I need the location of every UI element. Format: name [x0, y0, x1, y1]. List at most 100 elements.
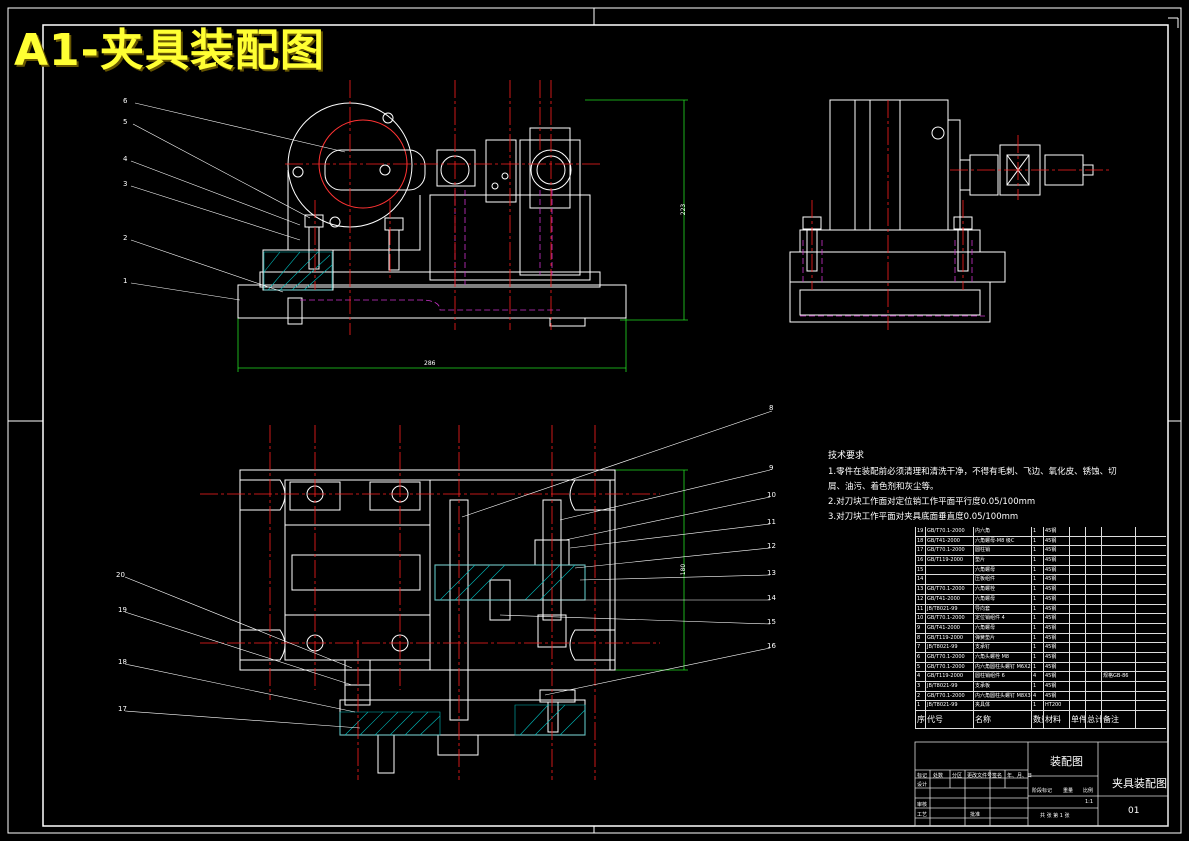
balloon-number: 13	[767, 569, 776, 577]
bom-cell: 18	[916, 536, 926, 546]
bom-cell: 7	[916, 643, 926, 652]
bom-cell	[1102, 536, 1136, 546]
bom-cell	[1102, 575, 1136, 585]
front-dimensions	[237, 99, 688, 372]
bom-cell	[1070, 594, 1086, 604]
bom-cell	[1086, 556, 1102, 565]
bom-cell: 17	[916, 546, 926, 556]
bom-cell: GB/T41-2000	[926, 594, 974, 604]
bom-cell	[926, 565, 974, 575]
bom-cell: 4	[1032, 672, 1044, 681]
role-label: 审核	[917, 802, 928, 808]
bom-cell: 19	[916, 527, 926, 536]
bom-cell	[1086, 652, 1102, 662]
balloon-number: 11	[767, 518, 776, 526]
bom-cell	[1086, 594, 1102, 604]
bom-cell: 六角螺母-M8 级C	[974, 536, 1032, 546]
bom-cell	[1070, 556, 1086, 565]
bom-cell: 支承钉	[974, 643, 1032, 652]
bom-cell	[1070, 672, 1086, 681]
bom-cell	[1070, 633, 1086, 643]
bom-cell	[1102, 556, 1136, 565]
bom-header-cell: 代号	[926, 711, 974, 729]
bom-cell	[1102, 585, 1136, 594]
tech-req-item: 屑、油污、着色剂和灰尘等。	[828, 482, 939, 492]
balloon-number: 6	[123, 97, 128, 105]
bom-cell: 定位销组件 4	[974, 614, 1032, 623]
bom-header-cell: 单件	[1070, 711, 1086, 729]
balloon-number: 2	[123, 234, 128, 242]
bom-cell: 1	[1032, 527, 1044, 536]
bom-header-cell: 材料	[1044, 711, 1070, 729]
bom-cell: 1	[1032, 536, 1044, 546]
bom-cell	[1086, 536, 1102, 546]
bom-cell: 1	[1032, 623, 1044, 633]
bom-cell	[1070, 604, 1086, 614]
bom-cell: 6	[916, 652, 926, 662]
bom-cell: 1	[1032, 614, 1044, 623]
scale-label: 比例	[1083, 788, 1094, 794]
bom-cell: 45钢	[1044, 594, 1070, 604]
scale: 1:1	[1085, 799, 1094, 805]
bom-cell: 1	[1032, 701, 1044, 711]
bom-cell: 11	[916, 604, 926, 614]
bom-cell: 45钢	[1044, 652, 1070, 662]
bom-cell	[1102, 594, 1136, 604]
balloon-number: 3	[123, 180, 128, 188]
bom-cell: 3	[916, 682, 926, 691]
bom-cell	[1086, 662, 1102, 672]
bom-cell: 六角螺栓	[974, 585, 1032, 594]
bom-cell: GB/T70.1-2000	[926, 614, 974, 623]
bom-cell	[1102, 662, 1136, 672]
bom-cell: 1	[916, 701, 926, 711]
bom-cell: GB/T119-2000	[926, 672, 974, 681]
bom-cell: GB/T70.1-2000	[926, 546, 974, 556]
tech-req-item: 2.对刀块工作面对定位销工作平面平行度0.05/100mm	[828, 497, 1036, 507]
rev-label: 标记	[917, 773, 928, 779]
bom-cell: 45钢	[1044, 633, 1070, 643]
bom-cell: GB/T41-2000	[926, 536, 974, 546]
bom-cell: 1	[1032, 585, 1044, 594]
bom-cell: GB/T119-2000	[926, 556, 974, 565]
balloon-number: 18	[118, 658, 127, 666]
bom-cell: 45钢	[1044, 604, 1070, 614]
bom-cell	[1102, 565, 1136, 575]
bom-cell: 45钢	[1044, 527, 1070, 536]
balloon-number: 8	[769, 404, 774, 412]
bom-cell	[1086, 614, 1102, 623]
drawing-title: A1-夹具装配图	[14, 25, 325, 76]
bom-cell: 4	[916, 672, 926, 681]
bom-cell	[1102, 527, 1136, 536]
bom-cell	[1070, 643, 1086, 652]
bom-cell: 导向套	[974, 604, 1032, 614]
bom-cell	[1070, 662, 1086, 672]
bom-cell: 45钢	[1044, 643, 1070, 652]
bom-cell	[1070, 701, 1086, 711]
front-section-hatch	[263, 251, 333, 291]
bom-cell: 压板组件	[974, 575, 1032, 585]
bom-cell: 8	[916, 633, 926, 643]
bom-cell: 45钢	[1044, 565, 1070, 575]
dim-plan-height: 180	[680, 563, 688, 576]
tech-req-item: 1.零件在装配前必须清理和清洗干净，不得有毛刺、飞边、氧化皮、锈蚀、切	[828, 467, 1117, 477]
bom-cell	[1086, 672, 1102, 681]
bom-cell: JB/T8021-99	[926, 682, 974, 691]
bom-cell	[1070, 691, 1086, 701]
bom-cell: 六角螺母	[974, 594, 1032, 604]
bom-cell	[1070, 623, 1086, 633]
drawing-name: 夹具装配图	[1112, 777, 1167, 790]
dim-front-width: 286	[424, 360, 436, 367]
bom-cell: 六角头螺栓 M8	[974, 652, 1032, 662]
